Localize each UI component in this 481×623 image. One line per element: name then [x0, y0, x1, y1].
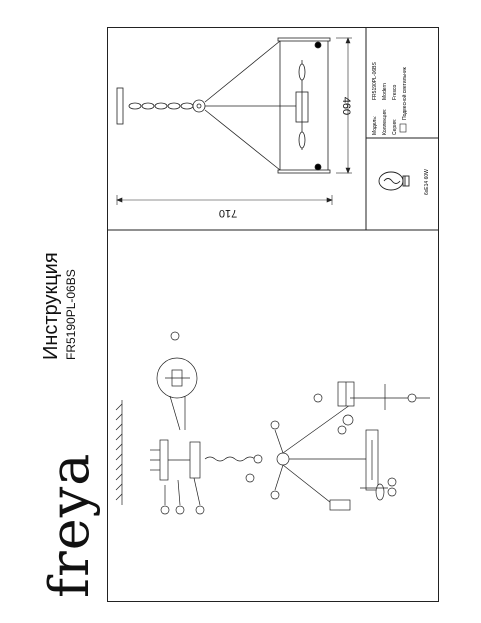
pendant-icon: [399, 123, 407, 133]
spec-collection-label: Коллекция:: [382, 109, 388, 135]
light-bulb-icon: [378, 171, 410, 191]
width-dimension-label: 710: [219, 207, 237, 219]
spec-table: Модель: FR5190PL-06BS Коллекция: Modern …: [372, 62, 408, 135]
ceiling-hatch: [115, 400, 123, 505]
spec-model-value: FR5190PL-06BS: [372, 62, 378, 100]
spec-collection-value: Modern: [382, 83, 388, 100]
spec-series-value: Fresco: [392, 85, 398, 101]
assembly-drawing: [115, 331, 430, 515]
width-dimension-line: [116, 195, 333, 205]
lamp-side-view: [116, 37, 331, 174]
spec-type-value: Подвесной светильник: [401, 66, 408, 120]
bulb-spec: 6xE14 60W: [424, 169, 430, 195]
height-dimension-label: 460: [340, 97, 352, 115]
spec-model-label: Модель:: [372, 116, 378, 135]
spec-series-label: Серия:: [392, 119, 398, 135]
height-dimension-line: [336, 37, 352, 174]
drawing-frame: [107, 27, 439, 602]
